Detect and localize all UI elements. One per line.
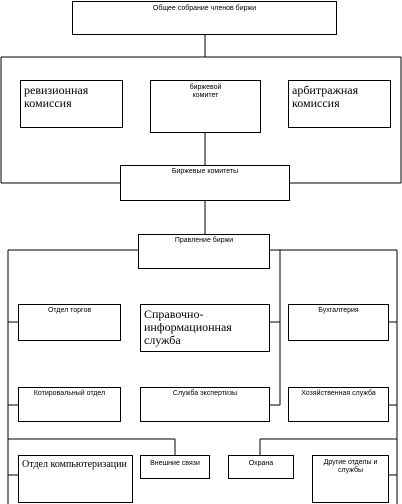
box-arbitration-commission: арбитражная комиссия <box>288 80 391 128</box>
box-other-departments: Другие отделы и службы <box>312 455 389 503</box>
box-accounting: Бухгалтерия <box>288 304 389 341</box>
box-external-relations: Внешние связи <box>140 455 210 479</box>
box-info-service: Справочно-информационная служба <box>140 304 270 352</box>
box-computerization-department: Отдел компьютеризации <box>18 455 133 503</box>
box-board: Правление биржи <box>138 234 270 269</box>
box-exchange-committee: биржевой комитет <box>150 80 261 133</box>
box-security: Охрана <box>228 455 294 479</box>
box-general-meeting: Общее собрание членов биржи <box>72 1 337 35</box>
box-audit-commission: ревизионная комиссия <box>20 80 123 128</box>
box-economic-service: Хозяйственная служба <box>288 387 389 422</box>
box-trading-department: Отдел торгов <box>18 304 121 341</box>
box-quotation-department: Котировальный отдел <box>18 387 121 422</box>
box-exchange-committees: Биржевые комитеты <box>120 165 290 201</box>
box-expert-service: Служба экспертизы <box>140 387 270 422</box>
